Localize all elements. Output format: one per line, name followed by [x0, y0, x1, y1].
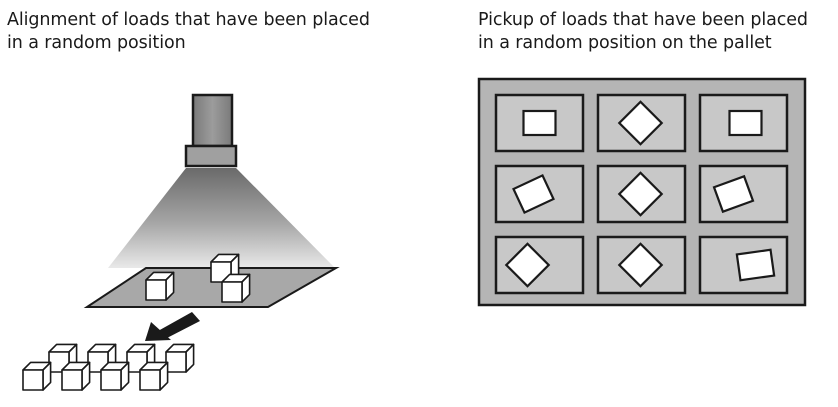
- arrow-down-left-icon: [145, 312, 200, 341]
- load-card: [522, 109, 557, 137]
- aligned-cubes: [22, 343, 195, 391]
- pallet: [477, 77, 807, 307]
- left-caption: Alignment of loads that have been placed…: [7, 9, 427, 55]
- cube-icon: [139, 361, 169, 391]
- load-card: [512, 173, 555, 215]
- left-caption-line1: Alignment of loads that have been placed: [7, 10, 370, 30]
- left-caption-line2: in a random position: [7, 33, 186, 53]
- pallet-cells: [494, 93, 789, 295]
- right-caption: Pickup of loads that have been placed in…: [478, 9, 838, 55]
- cube-icon: [221, 273, 251, 303]
- vision-system: [22, 93, 340, 391]
- load-card: [728, 109, 763, 137]
- cube-icon: [165, 343, 195, 373]
- load-card: [617, 100, 664, 146]
- load-card: [504, 242, 551, 288]
- load-card: [735, 248, 776, 282]
- load-card: [712, 174, 755, 214]
- cube-icon: [22, 361, 52, 391]
- cube-icon: [100, 361, 130, 391]
- right-caption-line1: Pickup of loads that have been placed: [478, 10, 808, 30]
- right-caption-line2: in a random position on the pallet: [478, 33, 772, 53]
- cube-icon: [145, 271, 175, 301]
- platform-cubes: [145, 253, 251, 303]
- camera-light-beam: [108, 168, 335, 268]
- load-card: [617, 171, 664, 217]
- camera-icon: [184, 93, 238, 168]
- cube-icon: [61, 361, 91, 391]
- load-card: [617, 242, 664, 288]
